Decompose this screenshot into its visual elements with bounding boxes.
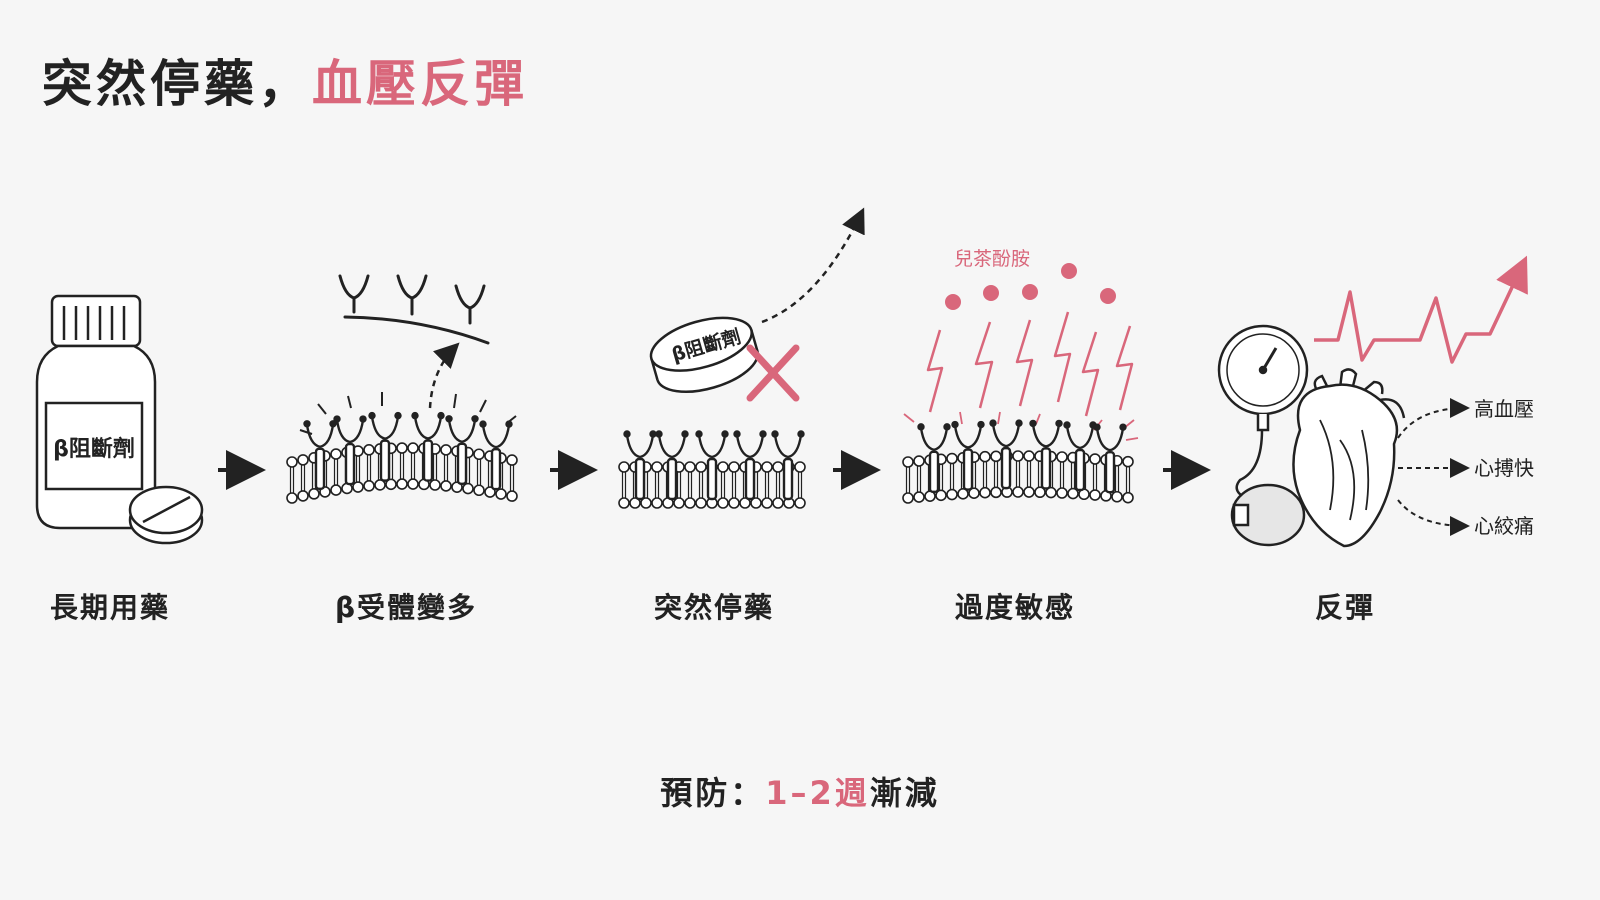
drug-removed-arrow — [761, 207, 865, 324]
beta-receptor-icon — [1029, 419, 1063, 490]
stop-x-icon — [746, 344, 800, 402]
lightning-bolts-icon — [926, 311, 1134, 417]
step-label-upregulation: β受體變多 — [335, 591, 478, 624]
membrane-sudden-stop — [618, 430, 806, 509]
page-title: 突然停藥，血壓反彈 — [42, 44, 528, 116]
beta-receptor-icon — [989, 419, 1023, 490]
prevention-prefix: 預防： — [660, 774, 766, 812]
beta-receptor-icon — [1063, 421, 1097, 492]
title-accent: 血壓反彈 — [312, 55, 528, 113]
beta-receptor-icon — [333, 415, 367, 486]
beta-receptor-icon — [771, 430, 805, 501]
symptom-angina: 心絞痛 — [1474, 514, 1534, 538]
beta-receptor-icon — [917, 423, 951, 494]
pill-icon — [128, 485, 204, 545]
beta-receptor-icon — [303, 420, 337, 490]
membrane-hypersensitive — [902, 419, 1134, 504]
blood-pressure-gauge-icon — [1217, 324, 1309, 547]
new-receptors-icon — [338, 274, 490, 345]
beta-blocker-tablet-icon — [649, 316, 760, 393]
membrane-upregulated — [286, 411, 518, 504]
upregulation-arrow — [428, 342, 460, 409]
heart-icon — [1292, 368, 1406, 548]
beta-receptor-icon — [445, 415, 479, 485]
beta-receptor-icon — [1093, 423, 1127, 494]
symptom-hypertension: 高血壓 — [1474, 397, 1534, 421]
beta-receptor-icon — [411, 411, 445, 482]
ecg-rising-line — [1314, 255, 1528, 364]
prevention-duration: 1–2週 — [765, 774, 870, 812]
cell-membranes — [286, 411, 1134, 509]
title-main: 突然停藥， — [42, 55, 312, 113]
catecholamine-label: 兒茶酚胺 — [954, 248, 1030, 270]
catecholamine-molecules-icon — [945, 263, 1116, 310]
step-label-rebound: 反彈 — [1315, 591, 1376, 624]
step-label-hypersensitive: 過度敏感 — [955, 591, 1076, 624]
beta-receptor-icon — [733, 430, 767, 501]
beta-receptor-icon — [479, 420, 513, 491]
beta-receptor-icon — [623, 430, 657, 501]
symptom-tachycardia: 心搏快 — [1474, 456, 1534, 480]
step-label-sudden-stop: 突然停藥 — [654, 591, 775, 624]
step-label-long-term: 長期用藥 — [50, 591, 171, 624]
medicine-bottle-icon — [35, 294, 157, 530]
prevention-suffix: 漸減 — [869, 774, 940, 812]
beta-receptor-icon — [368, 411, 402, 482]
bottle-label: β阻斷劑 — [53, 436, 135, 462]
symptom-arrows — [1397, 398, 1470, 536]
beta-receptor-icon — [951, 420, 985, 491]
beta-receptor-icon — [695, 430, 729, 501]
prevention-note: 預防：1–2週漸減 — [0, 768, 1600, 814]
beta-receptor-icon — [655, 430, 689, 501]
